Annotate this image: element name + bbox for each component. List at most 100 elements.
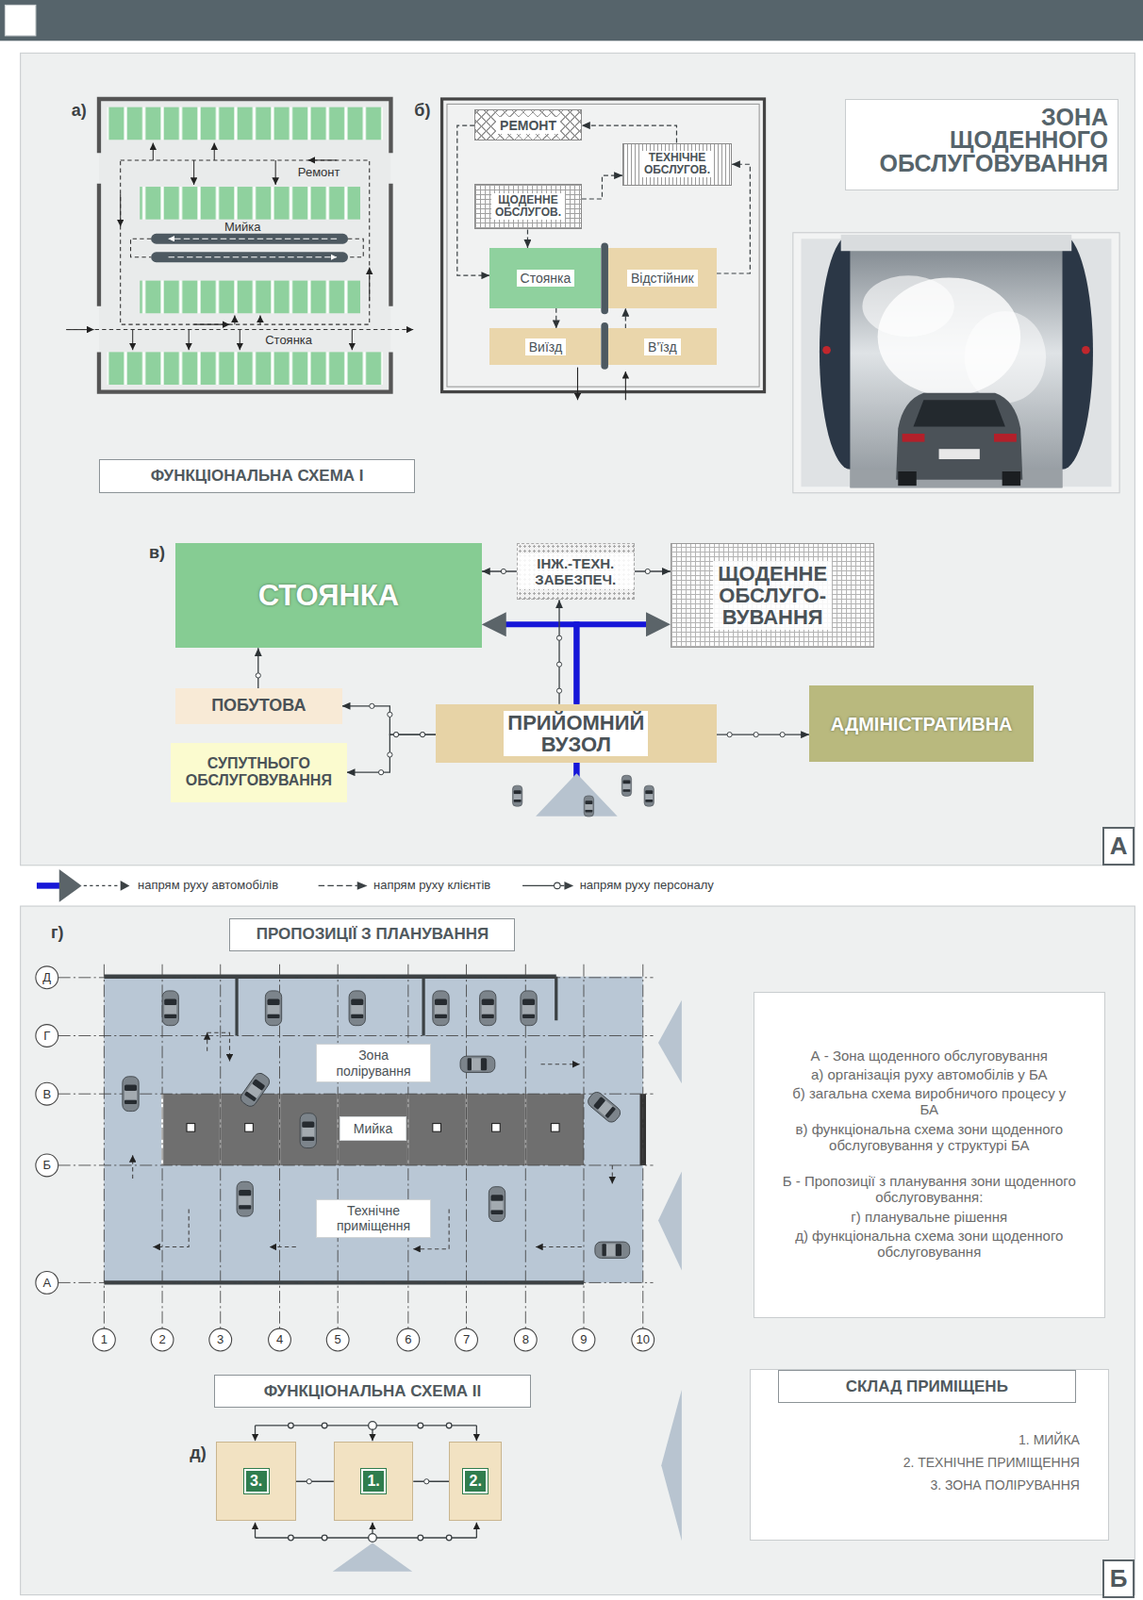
traffic-scheme xyxy=(239,330,241,351)
traffic-scheme xyxy=(351,330,353,351)
room-label-box: Технічне приміщення xyxy=(315,1199,431,1239)
flow-label: Ремонт xyxy=(296,165,343,179)
car-wash-photo xyxy=(1081,346,1091,355)
floor-plan xyxy=(245,1124,254,1133)
staff-dot xyxy=(306,1479,312,1485)
flow-connector xyxy=(581,175,623,199)
sub-letter: д) xyxy=(189,1444,206,1462)
pointer-chevrons xyxy=(658,1000,682,1085)
traffic-scheme xyxy=(99,99,391,393)
node-text: ПРИЙОМНИЙ ВУЗОЛ xyxy=(503,711,648,757)
car-wash-photo xyxy=(993,433,1017,443)
entrance-symbols xyxy=(535,773,618,816)
legend-samples xyxy=(59,869,83,903)
daily-box: ЩОДЕННЕ ОБСЛУГОВ. xyxy=(474,183,582,231)
entrance-symbols xyxy=(621,775,631,796)
node-text: Відстійник xyxy=(627,269,698,287)
parking-box: Стоянка xyxy=(489,248,601,309)
car-wash-photo xyxy=(964,311,1047,403)
process-frame xyxy=(447,103,760,387)
room-label-box: Зона полірування xyxy=(315,1043,431,1083)
sub-letter: б) xyxy=(414,101,431,119)
floor-plan xyxy=(58,977,654,1284)
floor-plan xyxy=(132,1032,613,1249)
staff-dot xyxy=(393,732,398,738)
floor-plan xyxy=(150,1328,174,1352)
traffic-scheme xyxy=(132,330,133,351)
staff-dot xyxy=(393,732,398,738)
flow-connector xyxy=(581,125,678,143)
floor-plan xyxy=(488,1187,505,1223)
node-text: 2. xyxy=(463,1469,488,1494)
axis-label: 1 xyxy=(93,1329,115,1351)
node-text: в) функціональна схема зони щоденного об… xyxy=(782,1121,1077,1155)
node-text: б) загальна схема виробничого процесу у … xyxy=(782,1085,1077,1119)
scheme-two-buses xyxy=(368,1534,378,1543)
panel-tab: Б xyxy=(1102,1559,1136,1599)
entrance-symbols xyxy=(644,785,654,807)
title-box: ЗОНА ЩОДЕННОГО ОБСЛУГОВУВАННЯ xyxy=(844,99,1119,191)
axis-label: 2 xyxy=(151,1329,173,1351)
staff-dot xyxy=(369,703,375,709)
node-text: СУПУТНЬОГО ОБСЛУГОВУВАННЯ xyxy=(170,755,347,790)
legend-samples xyxy=(83,885,121,887)
node-text: Виїзд xyxy=(525,338,566,356)
node-text: В’їзд xyxy=(644,338,681,356)
staff-dot xyxy=(779,732,785,738)
page-frame xyxy=(20,906,1136,1596)
node-text: А - Зона щоденного обслуговування xyxy=(811,1047,1048,1064)
node-text: 1. xyxy=(361,1469,386,1494)
scheme-two-buses xyxy=(254,1523,256,1539)
floor-plan xyxy=(207,1032,231,1061)
floor-plan xyxy=(238,1071,272,1110)
flow-connector xyxy=(625,308,627,330)
staff-dot xyxy=(753,732,759,738)
floor-plan xyxy=(35,964,655,1352)
floor-plan xyxy=(492,1124,501,1133)
floor-plan xyxy=(206,1032,208,1051)
connectors xyxy=(255,125,810,1485)
entrance-symbols xyxy=(512,785,522,807)
traffic-scheme xyxy=(107,351,383,385)
floor-plan xyxy=(35,1025,59,1048)
panel-tab: А xyxy=(1102,827,1136,866)
process-frame xyxy=(442,99,765,393)
traffic-scheme xyxy=(193,160,195,185)
pointer-chevrons xyxy=(658,1000,682,1542)
floor-plan xyxy=(480,991,497,1027)
node-text: РЕМОНТ xyxy=(496,116,561,134)
legend-label: напрям руху персоналу xyxy=(579,877,714,894)
axis-label: 5 xyxy=(327,1329,348,1351)
staff-dot xyxy=(424,1479,430,1485)
floor-plan xyxy=(265,991,282,1027)
floor-plan xyxy=(348,991,365,1027)
node-text: 1. МИЙКА xyxy=(750,1432,1080,1448)
node-text: Б xyxy=(1109,1566,1128,1591)
floor-plan xyxy=(35,1154,59,1177)
zone-box: ІНЖ.-ТЕХН. ЗАБЕЗПЕЧ. xyxy=(516,543,635,601)
traffic-scheme xyxy=(259,314,261,325)
floor-plan xyxy=(432,991,449,1027)
node-text: Мийка xyxy=(353,1121,394,1137)
zone-box: ЩОДЕННЕ ОБСЛУГО- ВУВАННЯ xyxy=(670,543,875,648)
node-text: А xyxy=(1109,833,1128,859)
staff-dot xyxy=(500,568,506,574)
legend-samples xyxy=(36,869,574,903)
axis-label: В xyxy=(36,1083,58,1105)
node-text: ЩОДЕННЕ ОБСЛУГОВ. xyxy=(491,193,565,220)
floor-plan xyxy=(397,1328,420,1352)
flow-connector xyxy=(257,647,259,689)
traffic-scheme xyxy=(66,160,414,331)
node-text: ПОБУТОВА xyxy=(211,696,306,716)
process-frame xyxy=(577,367,579,401)
node-text: 3. xyxy=(244,1469,269,1494)
axis-label: Д xyxy=(36,967,58,989)
scheme-two-buses xyxy=(476,1523,478,1539)
staff-dot xyxy=(645,568,650,574)
node-text: а) організація руху автомобілів у БА xyxy=(811,1066,1048,1083)
traffic-scheme xyxy=(120,160,370,325)
axis-label: 7 xyxy=(456,1329,478,1351)
floor-plan xyxy=(326,1328,349,1352)
traffic-scheme xyxy=(119,194,121,228)
flow-connector xyxy=(555,308,557,330)
